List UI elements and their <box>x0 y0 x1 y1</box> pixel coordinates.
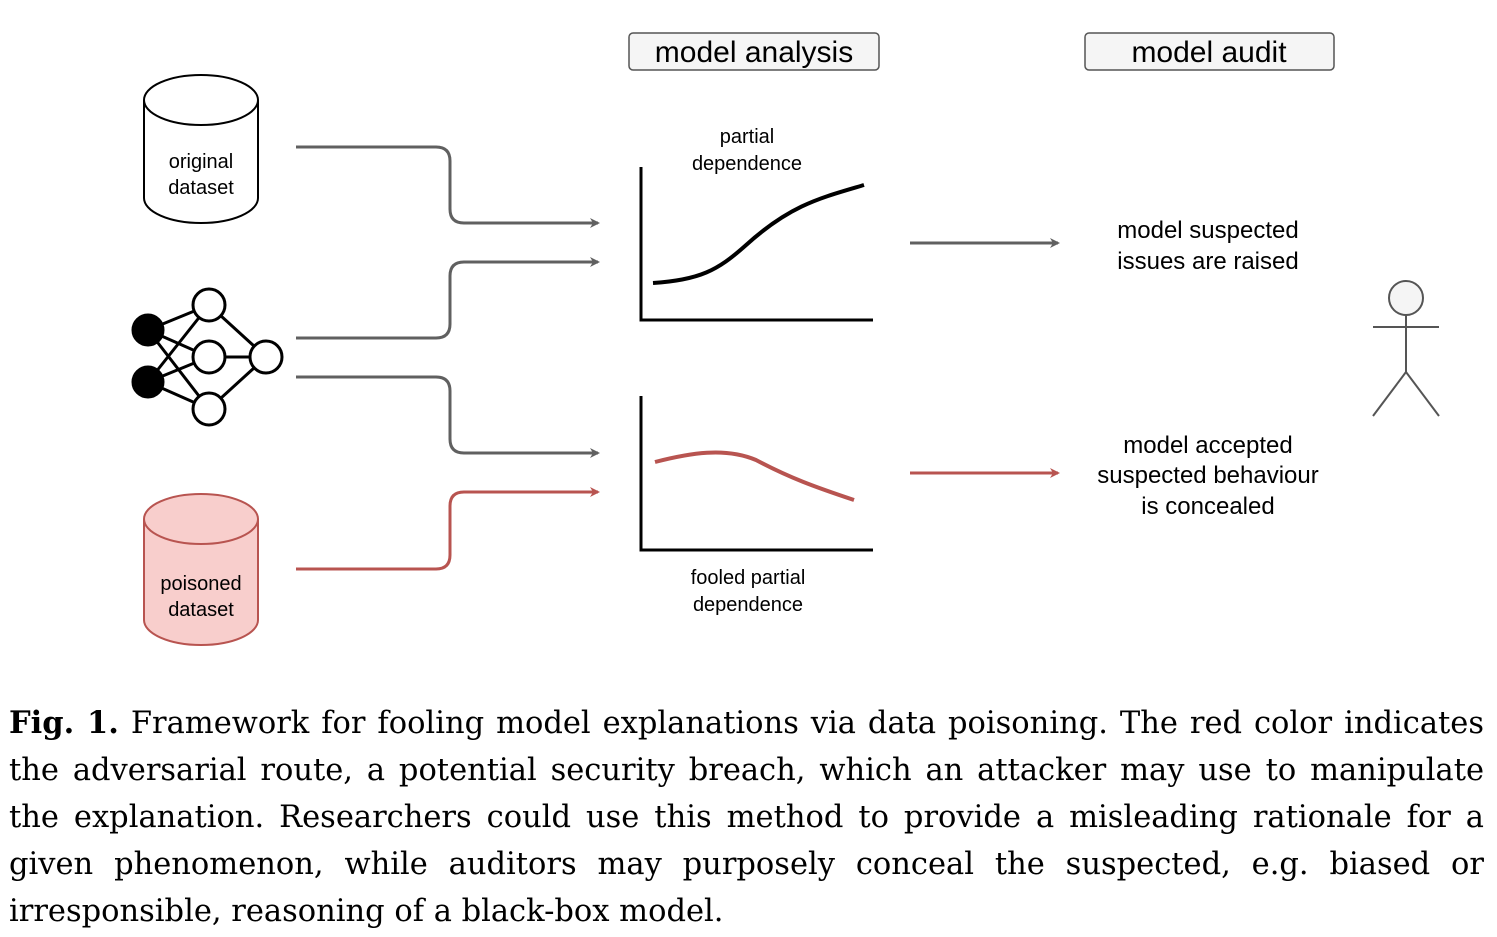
figure-caption: Fig. 1. Framework for fooling model expl… <box>9 700 1484 935</box>
original-dataset-icon: original dataset <box>143 74 259 224</box>
bottom-plot-axes <box>639 396 873 552</box>
poisoned-dataset-label-line1: poisoned <box>160 573 241 595</box>
top-outcome-line2: issues are raised <box>1117 248 1298 275</box>
top-outcome-text: model suspected issues are raised <box>1117 217 1298 275</box>
poisoned-dataset-label-line2: dataset <box>168 599 234 621</box>
model-analysis-header: model analysis <box>628 32 880 71</box>
top-plot-label-line2: dependence <box>692 153 802 175</box>
poisoned-to-bottom-plot-arrow <box>296 487 600 571</box>
bottom-outcome-line3: is concealed <box>1141 493 1274 520</box>
neural-network-icon <box>131 287 284 427</box>
caption-label: Fig. 1. <box>9 705 119 741</box>
framework-diagram: model analysis model audit original data… <box>131 32 1440 646</box>
model-audit-header: model audit <box>1084 32 1335 71</box>
poisoned-dataset-icon: poisoned dataset <box>143 493 259 646</box>
bottom-outcome-text: model accepted suspected behaviour is co… <box>1097 432 1318 520</box>
bottom-plot-label-line2: dependence <box>693 594 803 616</box>
top-plot-axes <box>639 167 873 322</box>
caption-text: Framework for fooling model explanations… <box>9 706 1484 929</box>
original-dataset-label-line1: original <box>169 151 233 173</box>
fooled-partial-dependence-plot: fooled partial dependence <box>639 396 873 616</box>
bottom-outcome-line1: model accepted <box>1123 432 1292 459</box>
original-to-top-plot-arrow <box>296 145 600 228</box>
fooled-partial-dependence-curve <box>654 450 855 502</box>
partial-dependence-plot: partial dependence <box>639 126 873 322</box>
auditor-person-icon <box>1372 280 1440 417</box>
bottom-outcome-line2: suspected behaviour <box>1097 462 1318 489</box>
top-outcome-line1: model suspected <box>1117 217 1298 244</box>
original-dataset-label-line2: dataset <box>168 177 234 199</box>
bottom-plot-label-line1: fooled partial <box>691 567 806 589</box>
model-to-top-plot-arrow <box>296 257 600 340</box>
top-plot-label-line1: partial <box>720 126 774 148</box>
model-analysis-label: model analysis <box>655 36 853 69</box>
partial-dependence-curve <box>652 183 865 285</box>
model-audit-label: model audit <box>1131 36 1287 69</box>
model-to-bottom-plot-arrow <box>296 375 600 458</box>
